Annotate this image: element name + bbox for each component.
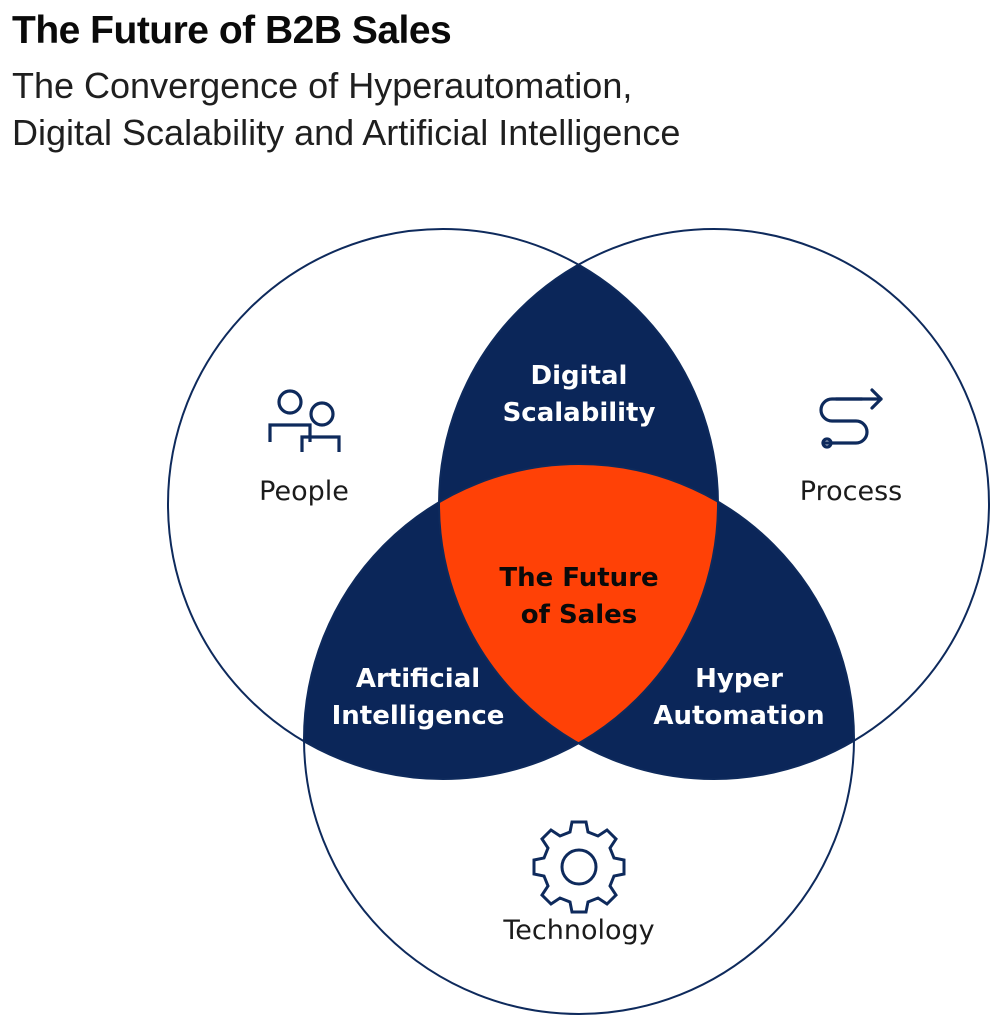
hyper-automation-label-line-2: Automation [653, 701, 824, 731]
process-circle [438, 228, 990, 780]
technology-circle [303, 463, 855, 1015]
artificial-intelligence-label-line-2: Intelligence [332, 701, 505, 731]
digital-scalability-label-line-2: Scalability [503, 398, 656, 428]
page-subtitle: The Convergence of Hyperautomation, Digi… [12, 62, 680, 156]
gear-icon [532, 820, 626, 914]
subtitle-line-2: Digital Scalability and Artificial Intel… [12, 112, 681, 153]
artificial-intelligence-label-line-1: Artificial [356, 664, 480, 694]
people-label: People [259, 476, 349, 507]
process-label: Process [800, 476, 902, 507]
process-flow-icon [819, 388, 883, 449]
technology-label: Technology [502, 915, 654, 946]
page-title: The Future of B2B Sales [12, 9, 452, 52]
hyper-automation-label-line-1: Hyper [695, 664, 783, 694]
people-icon [268, 389, 341, 452]
digital-scalability-label-line-1: Digital [531, 361, 628, 391]
future-of-sales-label-line-2: of Sales [521, 600, 638, 630]
subtitle-line-1: The Convergence of Hyperautomation, [12, 65, 633, 106]
people-circle [167, 228, 719, 780]
future-of-sales-label-line-1: The Future [499, 563, 658, 593]
